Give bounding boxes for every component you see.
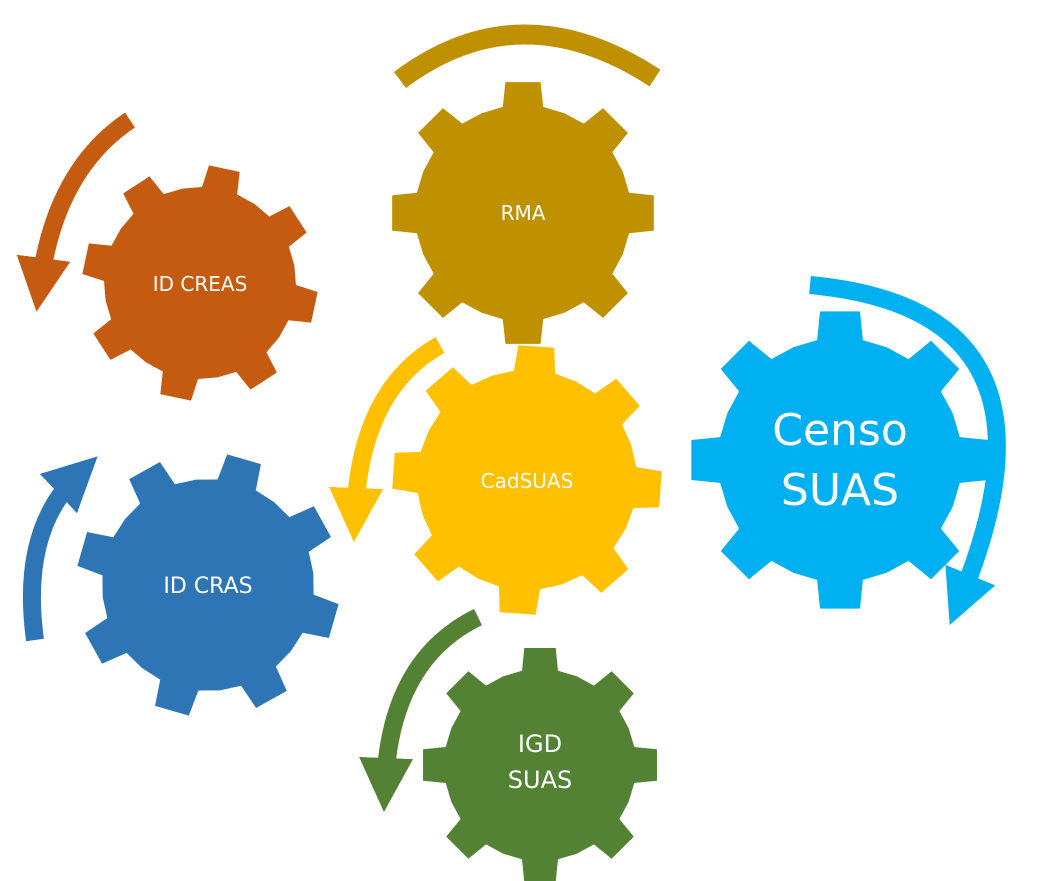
- arrow-id-creas: [16, 112, 136, 312]
- gear-id-creas-label: ID CREAS: [153, 272, 248, 296]
- gear-cadsuas-shape: [392, 345, 662, 615]
- gear-id-creas-shape: [82, 165, 318, 401]
- gear-cadsuas: CadSUAS: [392, 345, 662, 615]
- gear-censo-suas-shape: [691, 311, 989, 609]
- gear-igd-suas-label: IGD: [518, 730, 562, 758]
- arrow-censo-suas: [809, 276, 1006, 625]
- arrow-id-cras: [22, 456, 98, 642]
- gear-rma-shape: [392, 82, 654, 344]
- gear-rma: RMA: [392, 82, 654, 344]
- gear-id-cras-label: ID CRAS: [163, 574, 252, 599]
- gear-id-cras-shape: [77, 454, 339, 716]
- gear-igd-suas-label-2: SUAS: [508, 766, 572, 794]
- gear-censo-suas-label: Censo: [772, 405, 908, 456]
- gear-rma-label: RMA: [501, 201, 546, 225]
- arrow-rma: [394, 24, 661, 89]
- gear-censo-suas-label-2: SUAS: [781, 465, 899, 516]
- gear-igd-suas: IGD SUAS: [423, 648, 657, 881]
- gear-igd-suas-shape: [423, 648, 657, 881]
- arrow-igd-suas: [359, 608, 483, 812]
- gear-id-cras: ID CRAS: [77, 454, 339, 716]
- gear-censo-suas: Censo SUAS: [691, 311, 989, 609]
- arrow-cadsuas: [329, 337, 445, 542]
- gear-id-creas: ID CREAS: [82, 165, 318, 401]
- gear-cadsuas-label: CadSUAS: [481, 469, 574, 493]
